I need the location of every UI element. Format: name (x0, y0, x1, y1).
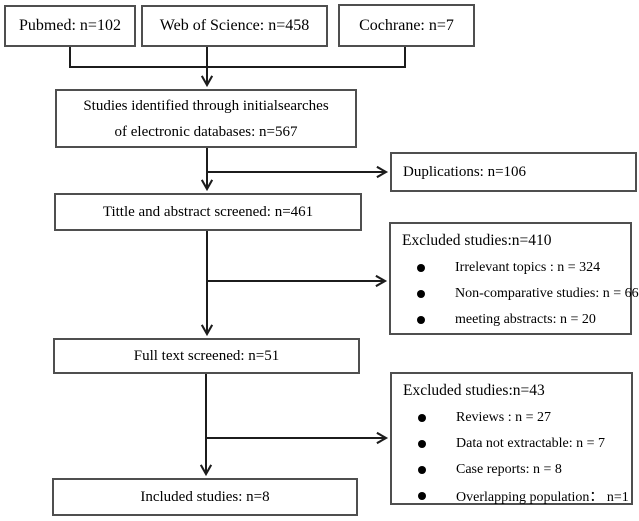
flow-box-title-abstract-screened: Tittle and abstract screened: n=461 (54, 193, 362, 231)
source-wos-label: Web of Science: n=458 (159, 17, 310, 34)
bullet-icon (418, 414, 426, 422)
list-item: Reviews : n = 27 (403, 405, 625, 431)
bullet-icon (417, 264, 425, 272)
source-box-web-of-science: Web of Science: n=458 (141, 5, 328, 47)
excluded410-item: Irrelevant topics : n = 324 (455, 260, 601, 275)
list-item: Case reports: n = 8 (403, 457, 625, 483)
identified-line2: of electronic databases: n=567 (114, 123, 298, 140)
excluded410-item: meeting abstracts: n = 20 (455, 312, 596, 327)
list-item: Overlapping population： n=1 (403, 483, 629, 509)
bullet-icon (418, 466, 426, 474)
excluded43-item: Case reports: n = 8 (456, 462, 562, 477)
list-item: Non-comparative studies: n = 66 (402, 281, 639, 307)
excluded43-title: Excluded studies:n=43 (403, 382, 545, 399)
source-pubmed-label: Pubmed: n=102 (19, 17, 121, 34)
list-item: Irrelevant topics : n = 324 (402, 255, 624, 281)
flow-box-identified: Studies identified through initialsearch… (55, 89, 357, 148)
excluded43-item: Data not extractable: n = 7 (456, 436, 606, 451)
bullet-icon (418, 440, 426, 448)
connector-sources-merge (69, 47, 406, 68)
excluded410-item: Non-comparative studies: n = 66 (455, 286, 639, 301)
excluded410-title: Excluded studies:n=410 (402, 232, 552, 249)
identified-line1: Studies identified through initialsearch… (83, 97, 329, 114)
flow-box-included-studies: Included studies: n=8 (52, 478, 358, 516)
included-label: Included studies: n=8 (140, 488, 270, 505)
side-box-duplications: Duplications: n=106 (390, 152, 637, 192)
side-box-excluded-410: Excluded studies:n=410 Irrelevant topics… (389, 222, 639, 335)
title-abstract-label: Tittle and abstract screened: n=461 (102, 203, 314, 220)
bullet-icon (417, 316, 425, 324)
duplications-label: Duplications: n=106 (403, 163, 527, 180)
side-box-excluded-43: Excluded studies:n=43 Reviews : n = 27 D… (390, 372, 633, 505)
excluded43-item: Reviews : n = 27 (456, 410, 551, 425)
source-cochrane-label: Cochrane: n=7 (359, 16, 454, 34)
bullet-icon (417, 290, 425, 298)
full-text-label: Full text screened: n=51 (133, 347, 280, 364)
source-box-pubmed: Pubmed: n=102 (4, 5, 136, 47)
source-box-cochrane: Cochrane: n=7 (338, 4, 475, 47)
bullet-icon (418, 492, 426, 500)
list-item: meeting abstracts: n = 20 (402, 307, 624, 333)
list-item: Data not extractable: n = 7 (403, 431, 625, 457)
flow-box-full-text-screened: Full text screened: n=51 (53, 338, 360, 374)
excluded43-item: Overlapping population： n=1 (456, 490, 629, 505)
